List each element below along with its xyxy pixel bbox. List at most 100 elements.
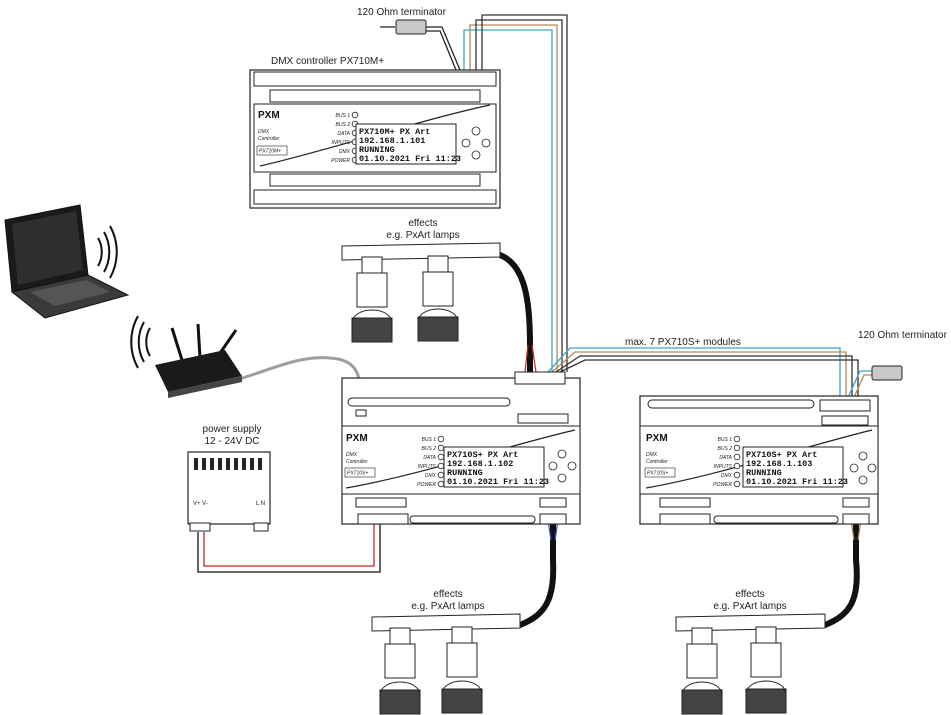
module1-led-label-dmx: DMX (425, 473, 437, 479)
power-supply-vents (194, 458, 262, 470)
wire-power-black (197, 518, 381, 573)
power-supply-vplus-vminus: V+ V- (193, 501, 208, 507)
module2-led-label-dmx: DMX (721, 473, 733, 479)
controller-type-2: Controller (258, 136, 280, 142)
router-antenna-2 (196, 323, 202, 359)
vent (226, 458, 230, 470)
controller-led-label-bus2: BUS 2 (336, 122, 351, 128)
module-px710s-1: PXM DMX Controller PX710S+ BUS 1 BUS 2 D… (341, 371, 581, 525)
lamp-mount (755, 626, 777, 644)
module1-model-badge: PX710S+ (347, 471, 368, 477)
effects-top-label-2: e.g. PxArt lamps (386, 230, 459, 241)
vent (210, 458, 214, 470)
cable-lamps-top (497, 252, 533, 375)
module1-brand: PXM (346, 433, 368, 444)
controller-lcd-line-2: 192.168.1.101 (359, 136, 425, 146)
max-modules-label: max. 7 PX710S+ modules (625, 337, 741, 348)
module1-lcd (443, 446, 545, 488)
module1-key-up (557, 449, 567, 459)
wire-link-black-2 (559, 359, 859, 402)
module2-type-2: Controller (646, 459, 668, 465)
module1-led-dmx (437, 471, 445, 479)
lamp-bracket (745, 680, 787, 697)
power-supply-terminals-left (189, 522, 211, 532)
module2-top-rail (647, 399, 815, 409)
module2-bottom-terminals (659, 513, 711, 525)
lamp-head (446, 642, 478, 678)
controller-brand: PXM (258, 110, 280, 121)
module2-led-label-bus2: BUS 2 (718, 446, 733, 452)
wire-link-blue (547, 347, 841, 402)
cable-end-top (524, 344, 537, 373)
module2-led-bus2 (733, 444, 741, 452)
module1-type-1: DMX (346, 452, 358, 458)
lamp-lens (417, 316, 459, 342)
module2-lcd-line-2: 192.168.1.103 (746, 459, 812, 469)
lamp-bracket (417, 308, 459, 325)
lamp-group-top (341, 242, 501, 343)
controller-led-label-inputs: INPUTS (332, 140, 351, 146)
module2-bottom-labels-right (842, 497, 870, 508)
lamp-fixture (417, 255, 459, 342)
laptop (4, 204, 130, 319)
cable-lamps-right (822, 517, 860, 628)
effects-right-label-1: effects (735, 589, 764, 600)
controller-led-label-dmx: DMX (339, 149, 351, 155)
controller-key-up (471, 126, 481, 136)
vent (258, 458, 262, 470)
module1-led-bus2 (437, 444, 445, 452)
module2-led-bus1 (733, 435, 741, 443)
lamp-fixture (745, 626, 787, 714)
wire-bus-black-1 (475, 19, 563, 372)
module1-led-power (437, 480, 445, 488)
module1-keypad (548, 449, 577, 483)
power-supply-ln: L N (256, 501, 265, 507)
module2-key-up (858, 451, 868, 461)
lamp-lens (745, 688, 787, 714)
terminator-right: 120 Ohm terminator (858, 330, 948, 381)
cable-lamps-left (517, 517, 557, 628)
module1-lcd-line-4: 01.10.2021 Fri 11:23 (447, 477, 549, 487)
lamp-bracket (441, 680, 483, 697)
effects-left-label-1: effects (433, 589, 462, 600)
module1-bottom-terminals (357, 513, 409, 525)
controller-top-terminals (253, 71, 497, 87)
lamp-fixture (379, 627, 421, 715)
module1-top-terminals (514, 371, 566, 385)
module2-top-labels (821, 415, 869, 426)
module1-led-label-inputs: INPUTS (418, 464, 437, 470)
module2-led-power (733, 480, 741, 488)
module2-led-label-inputs: INPUTS (714, 464, 733, 470)
laptop-keyboard (30, 280, 110, 306)
wifi-arc-laptop-1 (97, 237, 103, 267)
controller-bottom-terminals (253, 189, 497, 205)
lamp-mount (451, 626, 473, 644)
terminator-top-label: 120 Ohm terminator (357, 7, 447, 18)
wire-bus-tan-1 (469, 24, 558, 372)
lamp-mount (361, 256, 383, 274)
wire-terminator-right (845, 370, 872, 403)
lamp-mount (427, 255, 449, 273)
lamp-lens (379, 689, 421, 715)
controller-type-1: DMX (258, 129, 270, 135)
lamp-group-left (371, 613, 521, 715)
controller-leds: BUS 1 BUS 2 DATA INPUTS DMX POWER (331, 111, 359, 164)
module2-lcd-line-3: RUNNING (746, 468, 782, 478)
module2-model-badge: PX710S+ (647, 471, 668, 477)
module2-led-label-bus1: BUS 1 (718, 437, 733, 443)
power-supply-terminals-right (253, 522, 269, 532)
module1-type-2: Controller (346, 459, 368, 465)
lamp-rail-left (371, 613, 521, 632)
module2-lcd-line-4: 01.10.2021 Fri 11:23 (746, 477, 848, 487)
vent (242, 458, 246, 470)
lamp-lens (441, 688, 483, 714)
module2-lcd-line-1: PX710S+ PX Art (746, 450, 817, 460)
controller-lcd-line-3: RUNNING (359, 145, 395, 155)
wifi-icon-router (130, 315, 151, 369)
wire-link-tan (551, 351, 847, 402)
router-front (168, 376, 242, 398)
module2-keypad (849, 451, 877, 485)
controller-led-label-data: DATA (337, 131, 350, 137)
controller-px710m: PXM DMX Controller PX710M+ BUS 1 BUS 2 D… (249, 69, 501, 209)
module2-brand: PXM (646, 433, 668, 444)
